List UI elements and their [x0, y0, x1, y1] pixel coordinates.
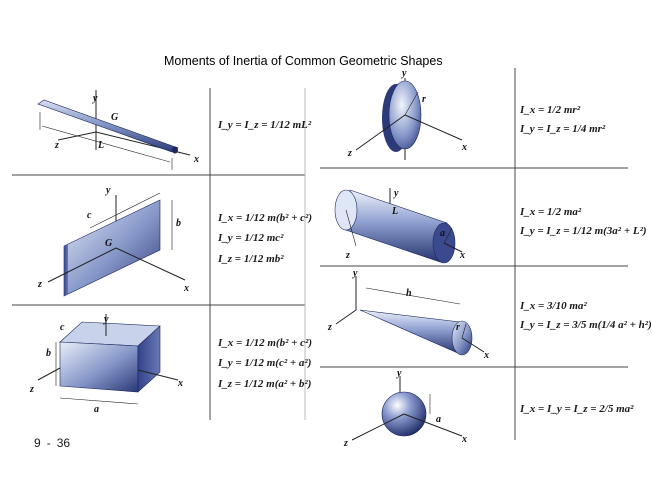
- cylinder-figure: y L a z x: [334, 188, 465, 264]
- rod-g-label: G: [111, 112, 119, 123]
- disk-formula-iyz: I_y = I_z = 1/4 mr²: [520, 122, 606, 135]
- plate-g-label: G: [105, 238, 113, 249]
- page-separator: -: [46, 436, 51, 450]
- prism-x-label: x: [177, 378, 183, 389]
- plate-formula-iz: I_z = 1/12 mb²: [218, 252, 284, 265]
- disk-y-label: y: [401, 68, 407, 79]
- sphere-formula-line: I_x = I_y = I_z = 2/5 ma²: [520, 403, 634, 415]
- rod-z-label: z: [54, 140, 59, 151]
- prism-figure: y c b a z x: [29, 314, 183, 415]
- rod-x-label: x: [193, 154, 199, 165]
- prism-y-label: y: [103, 314, 109, 325]
- sphere-figure: y a z x: [343, 368, 467, 449]
- cylinder-l-label: L: [391, 206, 398, 217]
- prism-z-label: z: [29, 384, 34, 395]
- plate-formula-iy: I_y = 1/12 mc²: [218, 232, 284, 245]
- chapter-number: 9: [34, 436, 41, 450]
- plate-figure: y G b c z x: [37, 185, 189, 297]
- cone-figure: y h r z x: [327, 268, 489, 361]
- plate-c-label: c: [87, 210, 92, 221]
- cylinder-formula: I_x = 1/2 ma² I_y = I_z = 1/12 m(3a² + L…: [520, 203, 647, 240]
- disk-z-label: z: [347, 148, 352, 159]
- disk-r-label: r: [422, 94, 426, 105]
- page-number: 9-36: [34, 436, 76, 450]
- sphere-a-label: a: [436, 414, 441, 425]
- disk-x-label: x: [461, 142, 467, 153]
- rod-formula: I_y = I_z = 1/12 mL²: [218, 119, 312, 132]
- disk-figure: y r z x: [347, 68, 467, 160]
- prism-b-label: b: [46, 348, 51, 359]
- cone-formula: I_x = 3/10 ma² I_y = I_z = 3/5 m(1/4 a² …: [520, 297, 652, 334]
- prism-formula-iz: I_z = 1/12 m(a² + b²): [218, 377, 312, 390]
- cylinder-x-label: x: [459, 250, 465, 261]
- rod-formula-line: I_y = I_z = 1/12 mL²: [218, 119, 312, 131]
- figure-table: y G L z x y G b c z x y c b a z x: [12, 68, 628, 449]
- rod-figure: y G L z x: [37, 90, 199, 170]
- rod-l-label: L: [97, 140, 104, 151]
- cone-x-label: x: [483, 350, 489, 361]
- page-title: Moments of Inertia of Common Geometric S…: [164, 54, 443, 68]
- plate-x-label: x: [183, 283, 189, 294]
- cylinder-y-label: y: [393, 188, 399, 199]
- prism-a-label: a: [94, 404, 99, 415]
- table-grid: [12, 68, 628, 440]
- cone-h-label: h: [406, 288, 412, 299]
- cone-formula-ix: I_x = 3/10 ma²: [520, 300, 587, 312]
- page-number-value: 36: [56, 436, 71, 450]
- disk-formula-ix: I_x = 1/2 mr²: [520, 104, 580, 116]
- sphere-formula: I_x = I_y = I_z = 2/5 ma²: [520, 403, 634, 416]
- prism-formula-iy: I_y = 1/12 m(c² + a²): [218, 357, 312, 370]
- plate-z-label: z: [37, 279, 42, 290]
- rod-y-label: y: [92, 93, 98, 104]
- cylinder-a-label: a: [440, 228, 445, 239]
- cone-z-label: z: [327, 322, 332, 333]
- prism-formula: I_x = 1/12 m(b² + c²) I_y = 1/12 m(c² + …: [218, 333, 312, 394]
- plate-formula: I_x = 1/12 m(b² + c²) I_y = 1/12 mc² I_z…: [218, 208, 312, 269]
- prism-formula-ix: I_x = 1/12 m(b² + c²): [218, 337, 312, 349]
- cylinder-formula-ix: I_x = 1/2 ma²: [520, 206, 582, 218]
- cone-r-label: r: [456, 322, 460, 333]
- disk-formula: I_x = 1/2 mr² I_y = I_z = 1/4 mr²: [520, 101, 605, 138]
- cylinder-formula-iyz: I_y = I_z = 1/12 m(3a² + L²): [520, 224, 647, 237]
- prism-c-label: c: [60, 322, 65, 333]
- sphere-z-label: z: [343, 438, 348, 449]
- plate-formula-ix: I_x = 1/12 m(b² + c²): [218, 212, 312, 224]
- cone-y-label: y: [352, 268, 358, 279]
- sphere-y-label: y: [396, 368, 402, 379]
- sphere-x-label: x: [461, 434, 467, 445]
- cylinder-z-label: z: [345, 250, 350, 261]
- plate-y-label: y: [105, 185, 111, 196]
- cone-formula-iyz: I_y = I_z = 3/5 m(1/4 a² + h²): [520, 318, 652, 331]
- plate-b-label: b: [176, 218, 181, 229]
